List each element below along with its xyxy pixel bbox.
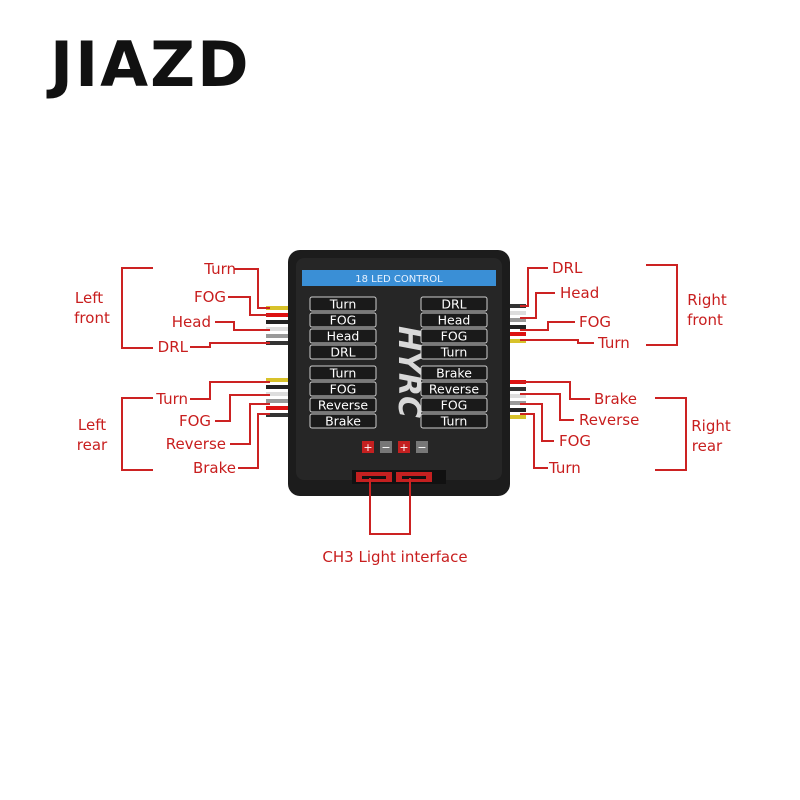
module-title-bar <box>302 270 496 286</box>
left-label-box-5 <box>309 365 377 381</box>
left-label-6: FOG <box>330 382 357 397</box>
right-label-box-4 <box>420 344 488 360</box>
right-label-5: Brake <box>436 366 472 381</box>
module-logo: HYRC <box>391 326 426 418</box>
left-label-box-4 <box>309 344 377 360</box>
pin-sign-2: − <box>381 441 390 454</box>
right-label-box-2 <box>420 312 488 328</box>
right-rear-label-4: Turn <box>548 459 581 477</box>
left-label-4: DRL <box>330 345 355 360</box>
left-label-8: Brake <box>325 414 361 429</box>
left-front-label-3: Head <box>172 313 211 331</box>
left-rear-label-2: FOG <box>179 412 211 430</box>
pin-sign-1: + <box>363 441 372 454</box>
left-label-box-8 <box>309 413 377 429</box>
pin-signs: + − + − <box>362 441 428 454</box>
left-label-box-6 <box>309 381 377 397</box>
group-left-front-line2: front <box>74 309 110 327</box>
right-label-box-8 <box>420 413 488 429</box>
right-label-box-1 <box>420 296 488 312</box>
group-left-front-line1: Left <box>75 289 103 307</box>
pin-sign-4: − <box>417 441 426 454</box>
left-front-label-4: DRL <box>158 338 189 356</box>
right-label-1: DRL <box>441 297 466 312</box>
right-front-label-4: Turn <box>597 334 630 352</box>
left-rear-wires <box>266 378 292 417</box>
brand-logo: JIAZD <box>50 28 251 101</box>
right-label-8: Turn <box>440 414 468 429</box>
right-label-2: Head <box>438 313 471 328</box>
left-front-label-2: FOG <box>194 288 226 306</box>
left-label-3: Head <box>327 329 360 344</box>
group-left-front: Left front Turn FOG Head DRL <box>74 260 236 356</box>
right-label-box-5 <box>420 365 488 381</box>
left-label-box-3 <box>309 328 377 344</box>
right-rear-label-3: FOG <box>559 432 591 450</box>
pin-sign-3: + <box>399 441 408 454</box>
group-right-rear-line2: rear <box>692 437 723 455</box>
left-front-label-1: Turn <box>203 260 236 278</box>
group-right-front-line2: front <box>687 311 723 329</box>
left-label-box-1 <box>309 296 377 312</box>
left-label-box-7 <box>309 397 377 413</box>
right-label-7: FOG <box>441 398 468 413</box>
left-label-7: Reverse <box>318 398 369 413</box>
right-label-6: Reverse <box>429 382 480 397</box>
left-rear-label-1: Turn <box>155 390 188 408</box>
leader-lines <box>121 264 687 535</box>
right-label-box-3 <box>420 328 488 344</box>
right-rear-label-2: Reverse <box>579 411 639 429</box>
left-label-box-2 <box>309 312 377 328</box>
group-left-rear: Left rear Turn FOG Reverse Brake <box>77 390 236 477</box>
right-front-label-1: DRL <box>552 259 583 277</box>
group-left-rear-line2: rear <box>77 436 108 454</box>
right-label-4: Turn <box>440 345 468 360</box>
right-label-3: FOG <box>441 329 468 344</box>
group-right-rear-line1: Right <box>691 417 731 435</box>
led-controller-module: 18 LED CONTROL TurnFOGHeadDRLTurnFOGReve… <box>288 250 510 496</box>
left-label-2: FOG <box>330 313 357 328</box>
left-label-5: Turn <box>329 366 357 381</box>
module-title: 18 LED CONTROL <box>355 274 443 285</box>
left-rear-label-3: Reverse <box>166 435 226 453</box>
right-label-box-6 <box>420 381 488 397</box>
ch3-connectors <box>352 470 446 484</box>
group-right-rear: Right rear Brake Reverse FOG Turn <box>548 390 731 477</box>
ch3-interface-label: CH3 Light interface <box>322 548 467 566</box>
right-rear-wires <box>500 380 526 419</box>
left-rear-label-4: Brake <box>193 459 236 477</box>
left-label-1: Turn <box>329 297 357 312</box>
left-front-wires <box>266 306 292 345</box>
right-front-label-2: Head <box>560 284 599 302</box>
group-right-front-line1: Right <box>687 291 727 309</box>
right-front-label-3: FOG <box>579 313 611 331</box>
group-left-rear-line1: Left <box>78 416 106 434</box>
right-front-wires <box>500 304 526 343</box>
right-rear-label-1: Brake <box>594 390 637 408</box>
right-label-box-7 <box>420 397 488 413</box>
group-right-front: Right front DRL Head FOG Turn <box>552 259 727 352</box>
